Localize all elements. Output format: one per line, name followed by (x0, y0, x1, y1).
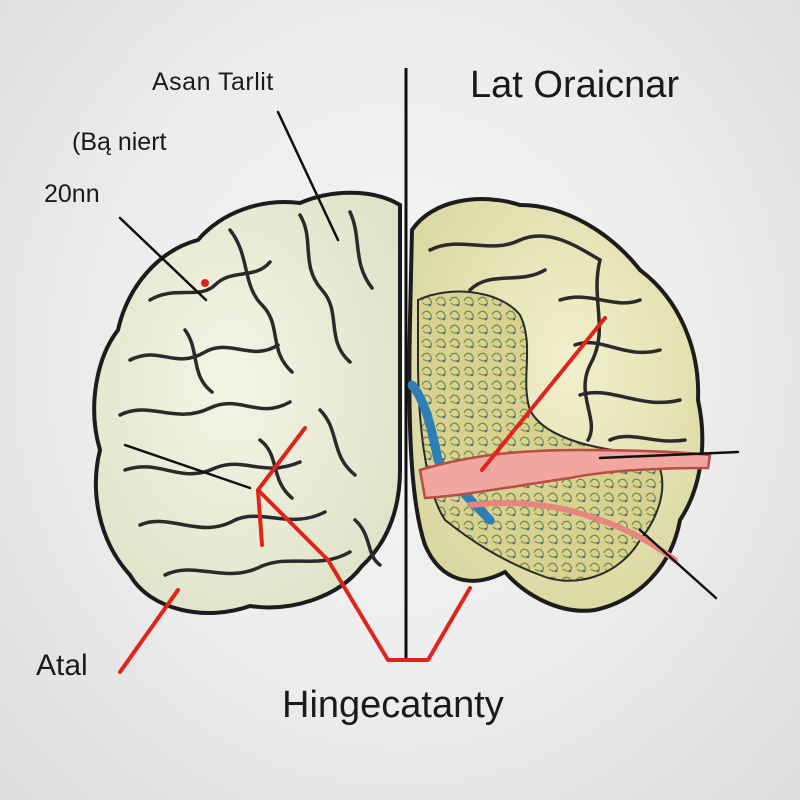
left-gyri (118, 210, 382, 577)
red-pointer-bottom-left (118, 588, 180, 674)
blue-vessel (407, 380, 495, 525)
right-hemisphere (407, 197, 712, 613)
label-left-2: (Bą niert (72, 128, 167, 156)
leader-right-upper (598, 450, 740, 460)
red-marker-dot (201, 279, 209, 287)
label-top-right: Lat Oraicnar (470, 64, 680, 106)
leader-top-left (276, 110, 340, 242)
leader-mid-left (123, 443, 252, 490)
leader-lines (118, 110, 740, 600)
pink-vessel (418, 448, 712, 500)
right-gyri (428, 234, 687, 443)
left-hemisphere-body (92, 190, 402, 615)
label-bottom-left: Atal (36, 649, 88, 682)
leader-right-lower (638, 528, 718, 600)
red-pointer-center (256, 426, 472, 662)
label-top-left: Asan Tarlit (152, 68, 274, 96)
leader-left-3 (118, 216, 208, 302)
label-left-3: 20nn (44, 180, 100, 208)
red-pointer-right (480, 316, 607, 472)
label-bottom-center: Hingecatanty (282, 684, 504, 726)
pink-vessel-branch (467, 500, 678, 563)
left-hemisphere (92, 190, 402, 615)
red-pointers (118, 316, 607, 674)
